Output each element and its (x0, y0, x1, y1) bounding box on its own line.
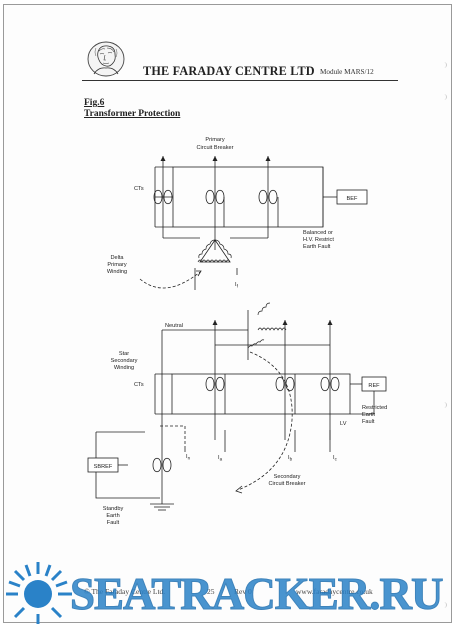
binder-ring-mark (436, 62, 447, 68)
ref-desc-label: Fault (362, 419, 375, 425)
figure-title: Transformer Protection (84, 109, 181, 119)
faraday-portrait-logo (87, 41, 125, 77)
secondary-cb-label: Circuit Breaker (269, 481, 306, 487)
in-label: In (186, 454, 191, 461)
standby-label: Standby (103, 506, 124, 512)
cts-top-label: CTs (134, 186, 144, 192)
ia-label: Ia (218, 455, 223, 462)
primary-cb-label: Primary (205, 137, 224, 143)
balanced-label: Earth Fault (303, 244, 331, 250)
delta-label: Delta (110, 255, 124, 261)
if-label: If (235, 282, 239, 289)
binder-ring-mark (436, 402, 447, 408)
lv-label: LV (340, 421, 347, 427)
header-rule (82, 80, 398, 81)
standby-label: Earth (106, 513, 119, 519)
ref-label: REF (368, 383, 380, 389)
standby-label: Fault (107, 520, 120, 526)
delta-label: Primary (107, 262, 126, 268)
page-frame (3, 4, 452, 623)
sbref-label: SBREF (94, 464, 113, 470)
ref-desc-label: Restricted (362, 405, 387, 411)
secondary-cb-label: Secondary (274, 474, 301, 480)
ic-label: Ic (333, 455, 338, 462)
footer-page-number: 25 (207, 587, 215, 596)
star-label: Secondary (111, 358, 138, 364)
neutral-label: Neutral (165, 323, 183, 329)
primary-cb-label: Circuit Breaker (197, 145, 234, 151)
balanced-label: Balanced or (303, 230, 333, 236)
footer-website: www.faradaycentre.co.uk (296, 587, 373, 596)
ref-desc-label: Earth (362, 412, 375, 418)
company-name: THE FARADAY CENTRE LTD (143, 64, 315, 78)
binder-ring-mark (436, 602, 447, 608)
sun-logo-icon (6, 562, 72, 624)
watermark-text: SEATRACKER.RU (69, 569, 443, 620)
delta-label: Winding (107, 269, 127, 275)
star-label: Winding (114, 365, 134, 371)
figure-number: Fig.6 (84, 98, 105, 108)
cts-bottom-label: CTs (134, 382, 144, 388)
bef-label: BEF (347, 196, 358, 202)
footer-revision: Rev 0 (234, 587, 252, 596)
star-label: Star (119, 351, 129, 357)
binder-ring-mark (436, 94, 447, 100)
footer-copyright: © The Faraday Centre Ltd. (84, 587, 166, 596)
module-code: Module MARS/12 (320, 68, 374, 76)
balanced-label: H.V. Restrict (303, 237, 334, 243)
ib-label: Ib (288, 455, 293, 462)
